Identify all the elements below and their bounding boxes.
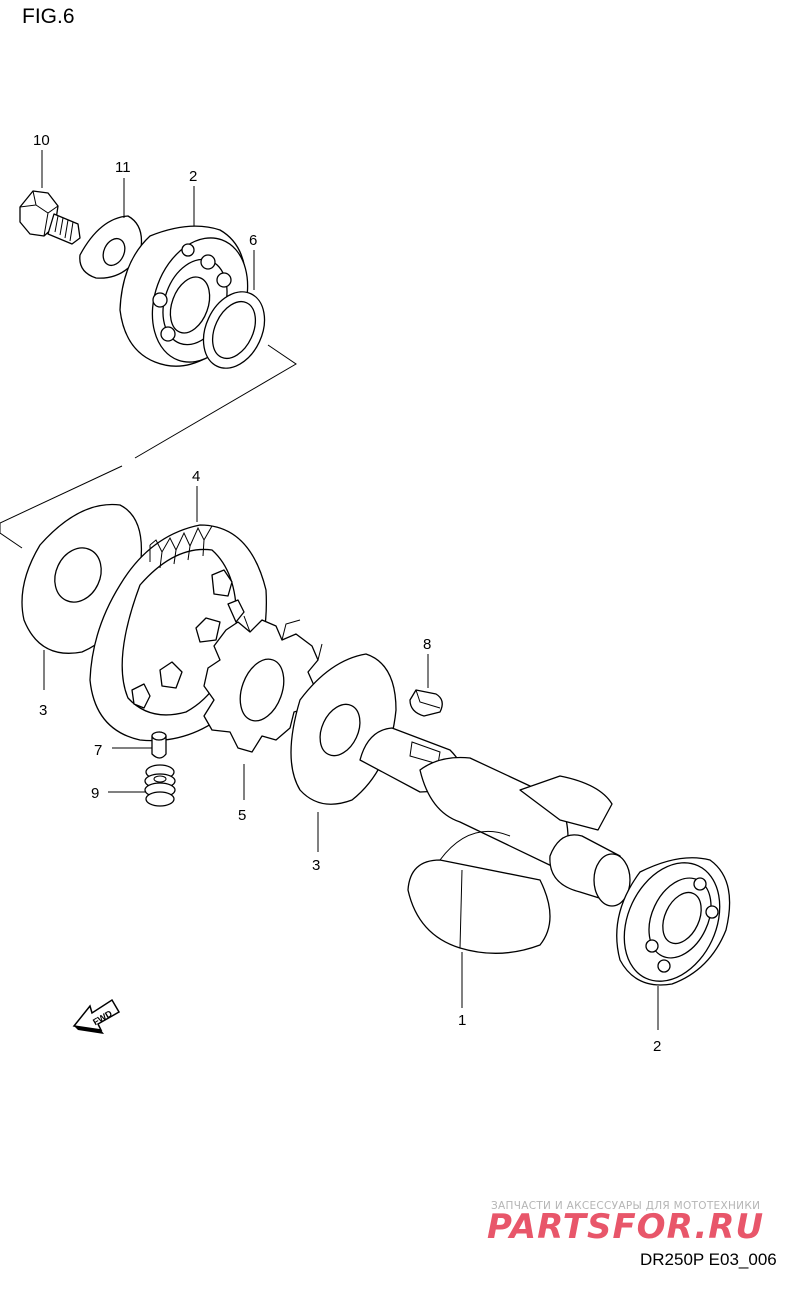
callout-2-top: 2 <box>189 168 197 185</box>
watermark-tagline: ЗАПЧАСТИ И АКСЕССУАРЫ ДЛЯ МОТОТЕХНИКИ <box>491 1200 760 1212</box>
pin-part-7 <box>151 731 167 759</box>
callout-3-left: 3 <box>39 702 47 719</box>
assembly-bracket-line <box>0 344 297 549</box>
bearing-part-2-bottom <box>616 857 731 986</box>
callout-10: 10 <box>33 132 50 149</box>
oil-seal-part-6 <box>202 291 266 369</box>
callout-2-bottom: 2 <box>653 1038 661 1055</box>
washer-part-11 <box>79 215 143 279</box>
callout-8: 8 <box>423 636 431 653</box>
callout-3-center: 3 <box>312 857 320 874</box>
bolt-part-10 <box>19 190 81 245</box>
callout-11: 11 <box>115 159 131 176</box>
key-part-8 <box>409 689 443 717</box>
crankshaft-part-1 <box>359 727 631 954</box>
fwd-arrow-icon: FWD <box>72 998 121 1034</box>
callout-9: 9 <box>91 785 99 802</box>
spring-part-9 <box>144 764 176 807</box>
figure-code: DR250P E03_006 <box>640 1250 777 1269</box>
callout-7: 7 <box>94 742 102 759</box>
callout-4: 4 <box>192 468 200 485</box>
washer-part-3-center <box>290 653 397 805</box>
watermark-logo: PARTSFOR.RU <box>487 1207 764 1247</box>
gear-damper-part-5 <box>203 615 323 753</box>
callout-5: 5 <box>238 807 246 824</box>
callout-6: 6 <box>249 232 257 249</box>
callout-1: 1 <box>458 1012 466 1029</box>
leader-lines <box>41 150 659 1030</box>
figure-title: FIG.6 <box>22 5 75 28</box>
